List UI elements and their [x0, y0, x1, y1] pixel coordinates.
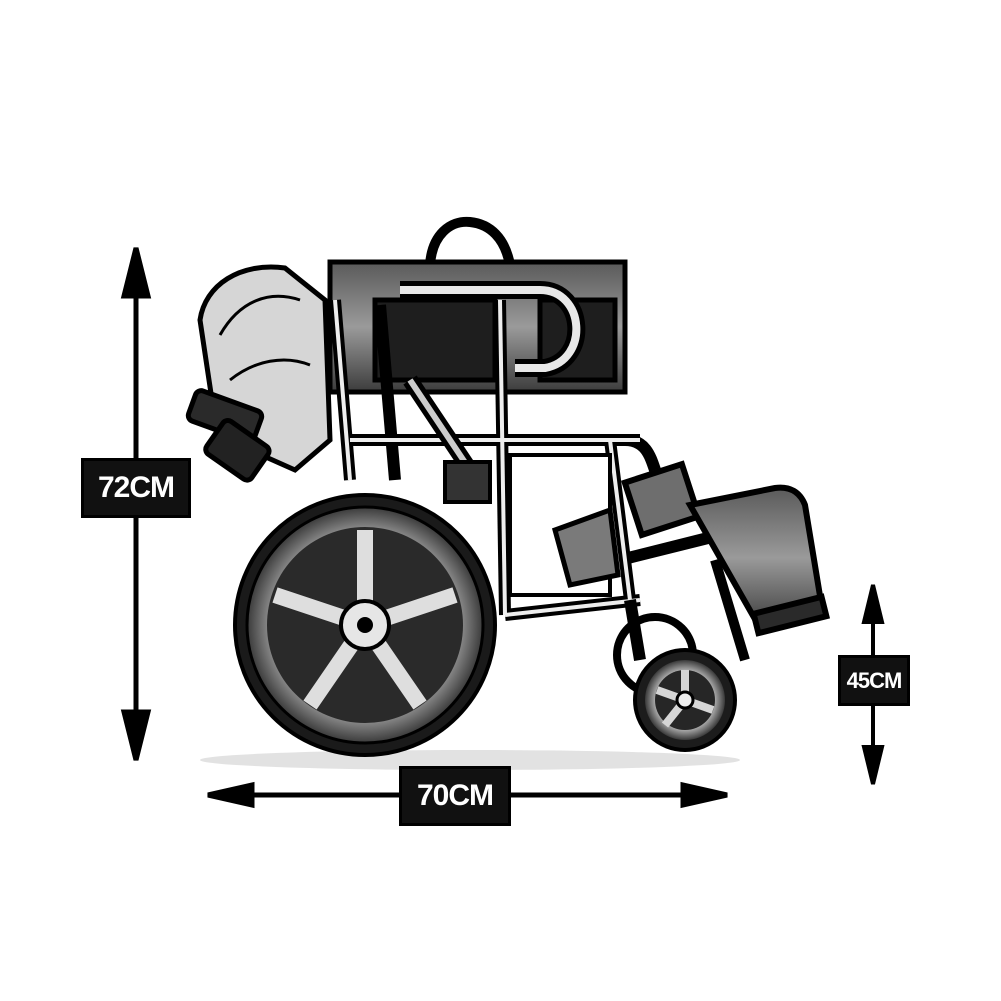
height-dimension-label: 72CM — [81, 458, 191, 518]
front-caster — [613, 599, 737, 752]
width-dimension-label: 70CM — [399, 766, 511, 826]
push-handle — [425, 216, 515, 267]
seat-height-dimension-label: 45CM — [838, 655, 910, 706]
rear-wheel — [233, 493, 497, 757]
side-bag — [551, 506, 621, 588]
footrest — [621, 460, 831, 662]
ground-shadow — [200, 750, 740, 770]
backrest-bag — [185, 264, 333, 483]
seat-height-arrow — [861, 584, 885, 785]
